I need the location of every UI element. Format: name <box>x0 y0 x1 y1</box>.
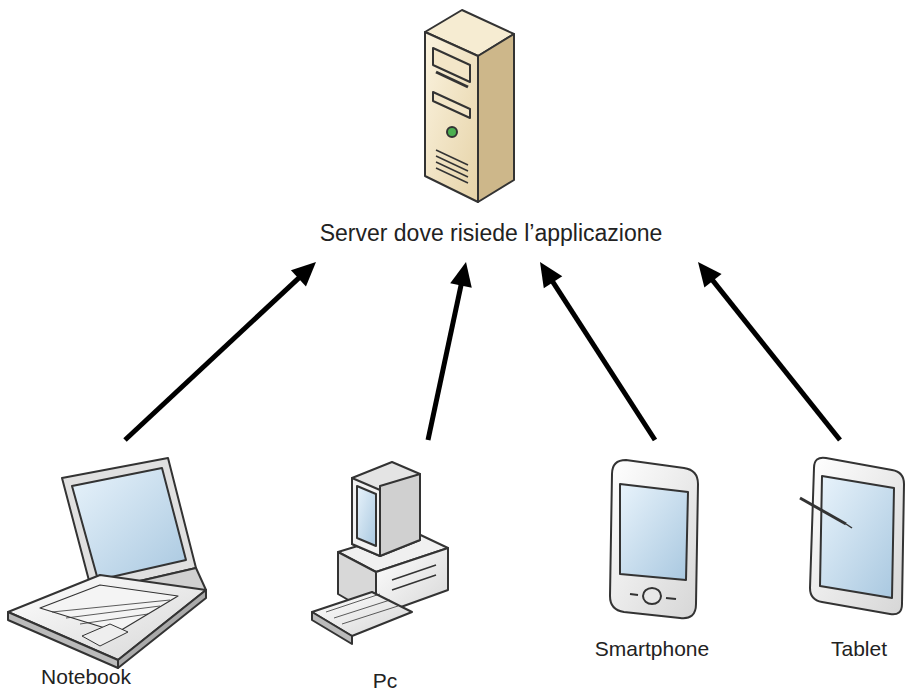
device-label: Smartphone <box>595 636 709 661</box>
notebook-icon <box>8 458 206 668</box>
smartphone-icon <box>610 460 698 618</box>
server-node: Server dove risiede l’applicazione <box>266 0 718 262</box>
arrow-connector <box>125 262 316 440</box>
device-label: Pc <box>373 668 398 693</box>
arrow-connector <box>428 262 472 440</box>
device-node: Pc <box>300 440 460 697</box>
device-node: Smartphone <box>591 440 713 670</box>
pc-icon <box>312 462 448 644</box>
tablet-icon <box>800 458 904 615</box>
server-icon <box>425 10 514 202</box>
arrow-connector <box>540 262 655 440</box>
device-label: Notebook <box>41 664 131 689</box>
arrow-connector <box>698 262 840 440</box>
device-label: Server dove risiede l’applicazione <box>320 220 663 248</box>
device-label: Tablet <box>831 636 887 661</box>
device-node: Notebook <box>0 440 215 697</box>
device-node: Tablet <box>784 440 912 670</box>
